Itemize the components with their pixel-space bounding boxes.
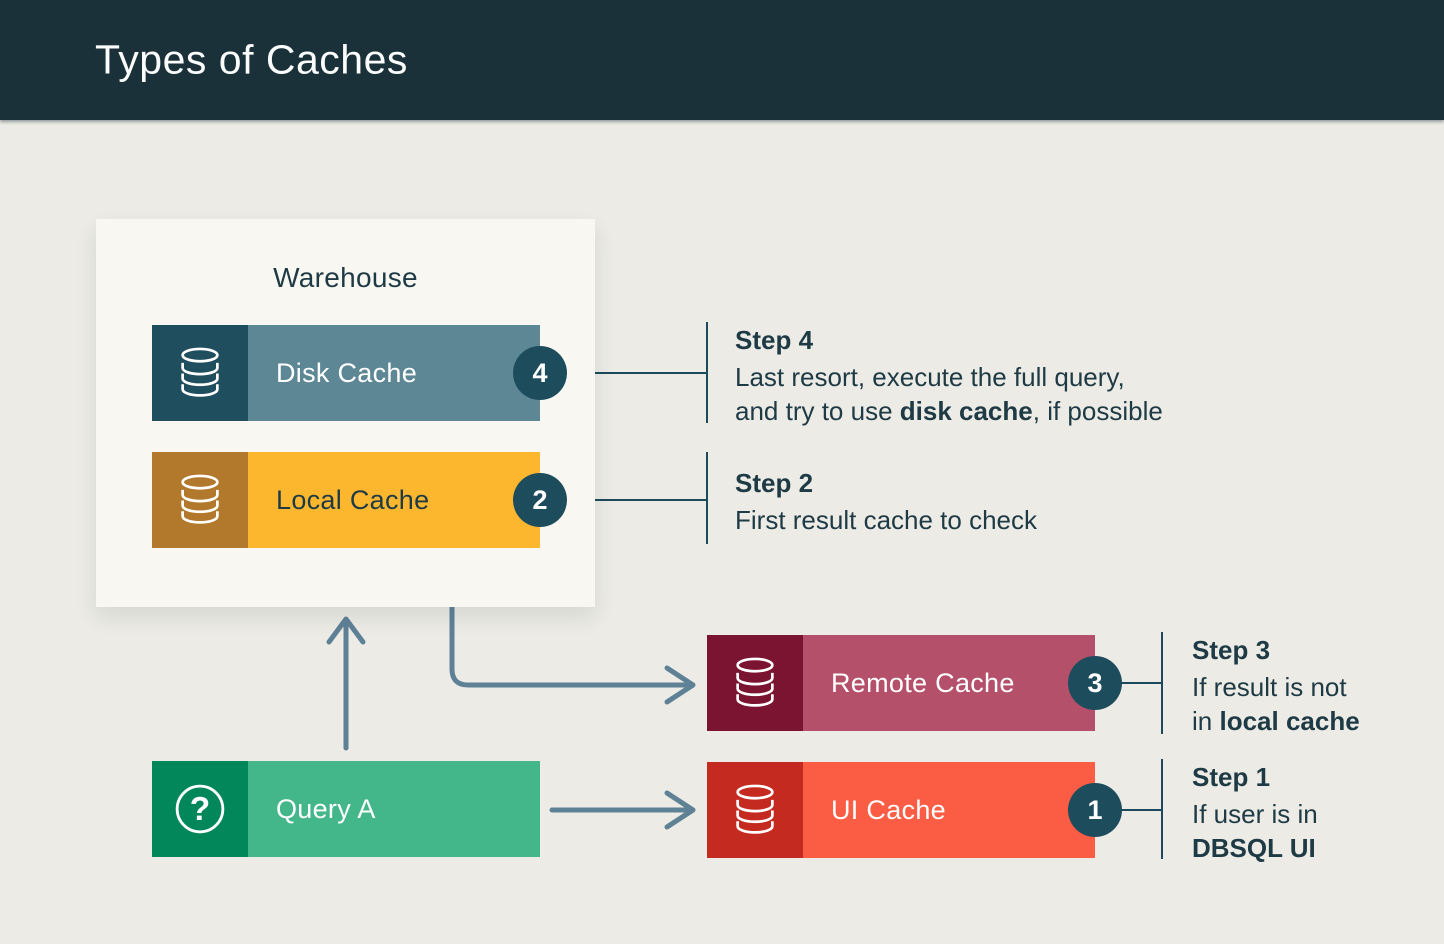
- step-body: If result is not in local cache: [1192, 670, 1360, 738]
- step-line: First result cache to check: [735, 505, 1037, 535]
- database-icon: [728, 782, 782, 838]
- step-badge: 1: [1068, 783, 1122, 837]
- step-2-callout: Step 2 First result cache to check: [735, 466, 1037, 537]
- step-body: If user is in DBSQL UI: [1192, 797, 1318, 865]
- ui-cache-bar: UI Cache: [803, 762, 1095, 858]
- node-label: Query A: [276, 793, 376, 824]
- remote-cache-icon-box: [707, 635, 803, 731]
- node-remote-cache: Remote Cache: [707, 635, 1095, 731]
- query-a-bar: Query A: [248, 761, 540, 857]
- node-label: Remote Cache: [831, 667, 1015, 698]
- disk-cache-bar: Disk Cache: [248, 325, 540, 421]
- disk-cache-icon-box: [152, 325, 248, 421]
- step-3-callout: Step 3 If result is not in local cache: [1192, 633, 1360, 738]
- arrowhead-right-icon: [664, 790, 696, 830]
- svg-text:?: ?: [190, 791, 210, 828]
- arrowhead-up-icon: [326, 616, 366, 645]
- step-line: If user is in: [1192, 799, 1318, 829]
- step-title: Step 3: [1192, 635, 1271, 665]
- step-line: DBSQL UI: [1192, 833, 1316, 863]
- header-bar: Types of Caches: [0, 0, 1444, 120]
- node-disk-cache: Disk Cache: [152, 325, 540, 421]
- step-title: Step 2: [735, 468, 814, 498]
- question-mark-icon: ?: [171, 780, 229, 838]
- step-line: and try to use disk cache, if possible: [735, 396, 1163, 426]
- node-local-cache: Local Cache: [152, 452, 540, 548]
- local-cache-bar: Local Cache: [248, 452, 540, 548]
- step-badge: 4: [513, 346, 567, 400]
- arrowhead-right-icon: [664, 665, 696, 705]
- local-cache-icon-box: [152, 452, 248, 548]
- step-title: Step 1: [1192, 762, 1271, 792]
- remote-cache-bar: Remote Cache: [803, 635, 1095, 731]
- step-body: First result cache to check: [735, 503, 1037, 537]
- step-line: in local cache: [1192, 706, 1360, 736]
- warehouse-label: Warehouse: [273, 262, 418, 293]
- step-badge: 2: [513, 473, 567, 527]
- step-1-callout: Step 1 If user is in DBSQL UI: [1192, 760, 1318, 865]
- step-line: Last resort, execute the full query,: [735, 362, 1125, 392]
- page-title: Types of Caches: [95, 36, 408, 83]
- node-label: Local Cache: [276, 484, 430, 515]
- step-line: If result is not: [1192, 672, 1347, 702]
- step-badge: 3: [1068, 656, 1122, 710]
- node-label: Disk Cache: [276, 357, 418, 388]
- step-4-callout: Step 4 Last resort, execute the full que…: [735, 323, 1163, 428]
- database-icon: [728, 655, 782, 711]
- database-icon: [173, 472, 227, 528]
- database-icon: [173, 345, 227, 401]
- node-query-a: ? Query A: [152, 761, 540, 857]
- ui-cache-icon-box: [707, 762, 803, 858]
- node-label: UI Cache: [831, 794, 946, 825]
- step-body: Last resort, execute the full query, and …: [735, 360, 1163, 428]
- step-title: Step 4: [735, 325, 814, 355]
- node-ui-cache: UI Cache: [707, 762, 1095, 858]
- query-icon-box: ?: [152, 761, 248, 857]
